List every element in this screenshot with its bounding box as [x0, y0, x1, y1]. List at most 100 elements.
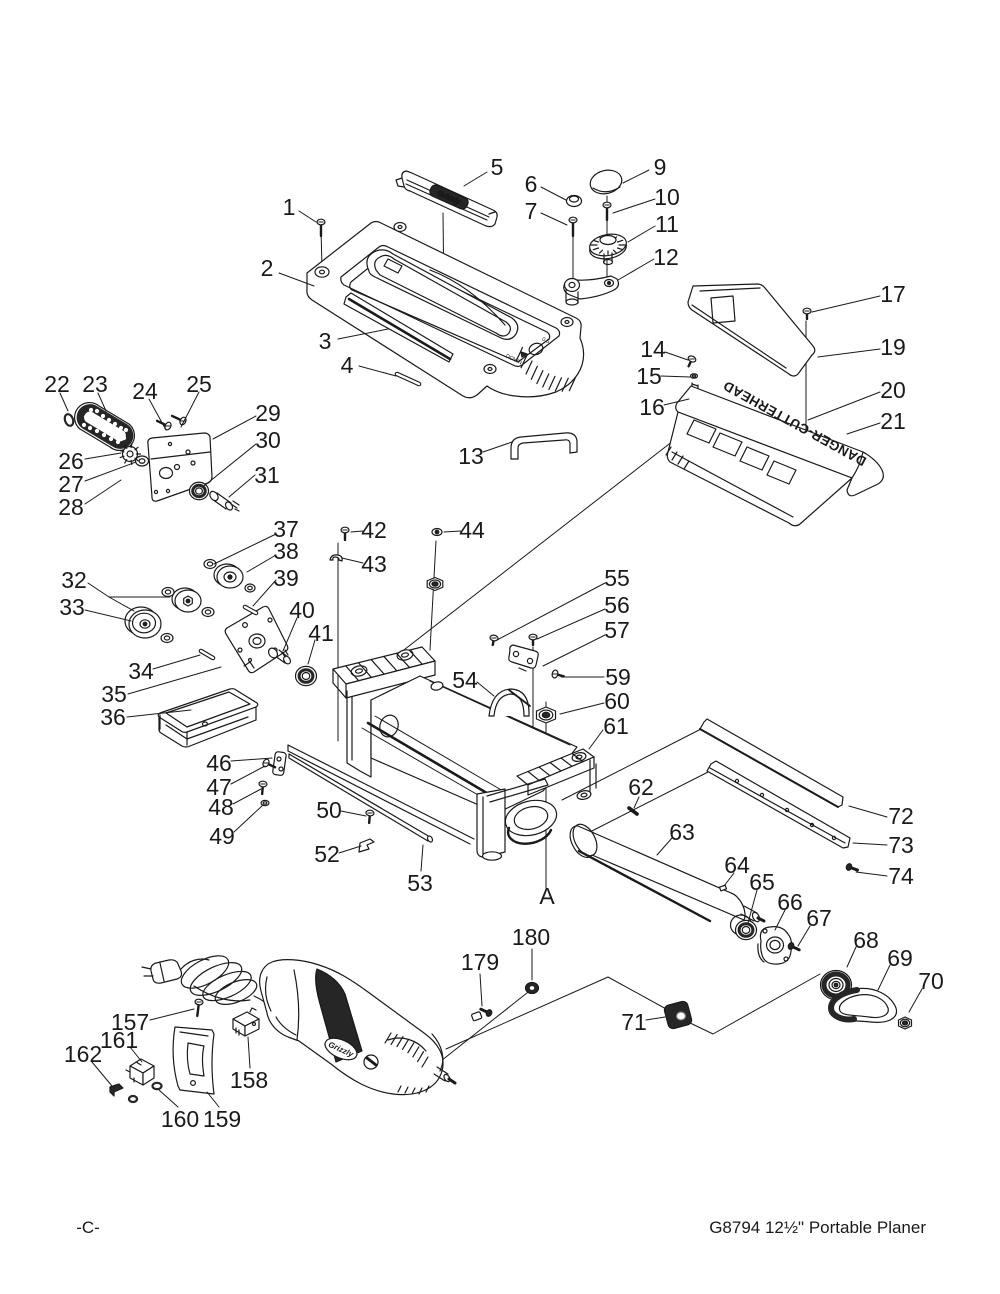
leader-line	[660, 375, 691, 378]
top-cover-assembly: DOWN 0 5 Grizzly	[306, 169, 627, 460]
construction-line	[426, 988, 533, 1073]
washer	[260, 799, 270, 807]
part-label-46: 46	[206, 750, 232, 776]
part-label-A: A	[539, 883, 555, 909]
o-ring	[63, 413, 75, 427]
flange-66	[759, 926, 793, 965]
clamp-54	[488, 688, 530, 717]
part-label-60: 60	[604, 688, 630, 714]
leader-line	[252, 579, 277, 607]
part-label-64: 64	[724, 852, 750, 878]
part-label-56: 56	[604, 592, 630, 618]
part-label-2: 2	[261, 255, 274, 281]
leader-line	[663, 398, 690, 406]
part-label-47: 47	[206, 774, 232, 800]
washer	[160, 632, 174, 644]
leader-line	[622, 169, 650, 184]
leader-line	[846, 946, 857, 968]
part-label-65: 65	[749, 869, 775, 895]
clip-43	[329, 554, 343, 562]
leader-line	[479, 973, 483, 1007]
leader-line	[230, 765, 266, 785]
part-label-160: 160	[161, 1106, 199, 1132]
part-label-39: 39	[273, 565, 299, 591]
construction-line	[399, 419, 701, 654]
leader-line	[84, 609, 132, 622]
leader-line	[908, 988, 923, 1013]
plate-46	[272, 751, 287, 776]
clip-179	[471, 1011, 483, 1022]
part-label-62: 62	[628, 774, 654, 800]
part-label-53: 53	[407, 870, 433, 896]
part-label-157: 157	[111, 1009, 149, 1035]
part-label-44: 44	[459, 517, 485, 543]
leader-line	[723, 872, 735, 887]
leader-line	[84, 452, 122, 460]
leader-line	[233, 804, 264, 833]
washer	[161, 586, 175, 598]
part-label-63: 63	[669, 819, 695, 845]
key-162	[109, 1083, 124, 1097]
cutterhead-assembly	[569, 718, 898, 1023]
part-label-66: 66	[777, 889, 803, 915]
chip-deflector-assembly: DANGER-CUTTERHEAD	[665, 283, 884, 527]
clip-52	[358, 838, 375, 853]
switch-plate-159	[172, 1026, 215, 1095]
leader-line	[774, 909, 786, 931]
leader-line	[559, 702, 605, 715]
construction-line	[445, 976, 609, 1050]
power-plug	[150, 959, 183, 984]
leader-line	[228, 474, 256, 498]
leader-line	[443, 530, 462, 533]
construction-line	[429, 540, 437, 651]
part-label-42: 42	[361, 517, 387, 543]
part-label-9: 9	[654, 154, 667, 180]
leader-line	[612, 198, 656, 214]
leader-line	[282, 617, 298, 652]
part-label-34: 34	[128, 658, 154, 684]
part-label-24: 24	[132, 378, 158, 404]
leader-line	[463, 171, 488, 187]
leader-line	[633, 796, 640, 809]
leader-line	[91, 1061, 113, 1087]
leader-line	[358, 365, 397, 377]
leader-line	[180, 391, 200, 428]
part-label-11: 11	[655, 211, 679, 237]
leader-line	[747, 889, 758, 924]
leader-line	[206, 1091, 220, 1108]
part-label-158: 158	[230, 1067, 268, 1093]
leader-line	[149, 1008, 195, 1021]
o-ring	[127, 1094, 139, 1104]
part-label-25: 25	[186, 371, 212, 397]
motor-assembly: Grizzly	[109, 955, 457, 1097]
part-label-21: 21	[880, 408, 906, 434]
leader-line	[817, 348, 881, 358]
part-label-36: 36	[100, 704, 126, 730]
motor-logo-badge	[324, 1037, 358, 1061]
part-label-69: 69	[887, 945, 913, 971]
part-label-38: 38	[273, 538, 299, 564]
part-label-22: 22	[44, 371, 70, 397]
leader-line	[127, 666, 222, 695]
pin-62	[627, 806, 639, 816]
switch-key-161	[125, 1058, 155, 1086]
part-label-1: 1	[283, 194, 296, 220]
height-rod	[288, 753, 431, 842]
cap	[565, 194, 583, 208]
leader-line	[496, 582, 606, 641]
part-label-20: 20	[880, 377, 906, 403]
leader-line	[476, 681, 495, 697]
part-label-15: 15	[636, 363, 662, 389]
grip-ribs	[515, 346, 576, 392]
leader-line	[246, 554, 277, 573]
base-rails	[287, 744, 475, 845]
leader-line	[232, 788, 262, 805]
part-label-72: 72	[888, 803, 914, 829]
part-label-31: 31	[254, 462, 280, 488]
bracket-57	[508, 644, 539, 669]
part-label-16: 16	[639, 394, 665, 420]
part-label-71: 71	[621, 1009, 647, 1035]
washer	[134, 455, 150, 467]
leader-line	[645, 1016, 666, 1021]
leader-line	[542, 634, 606, 667]
